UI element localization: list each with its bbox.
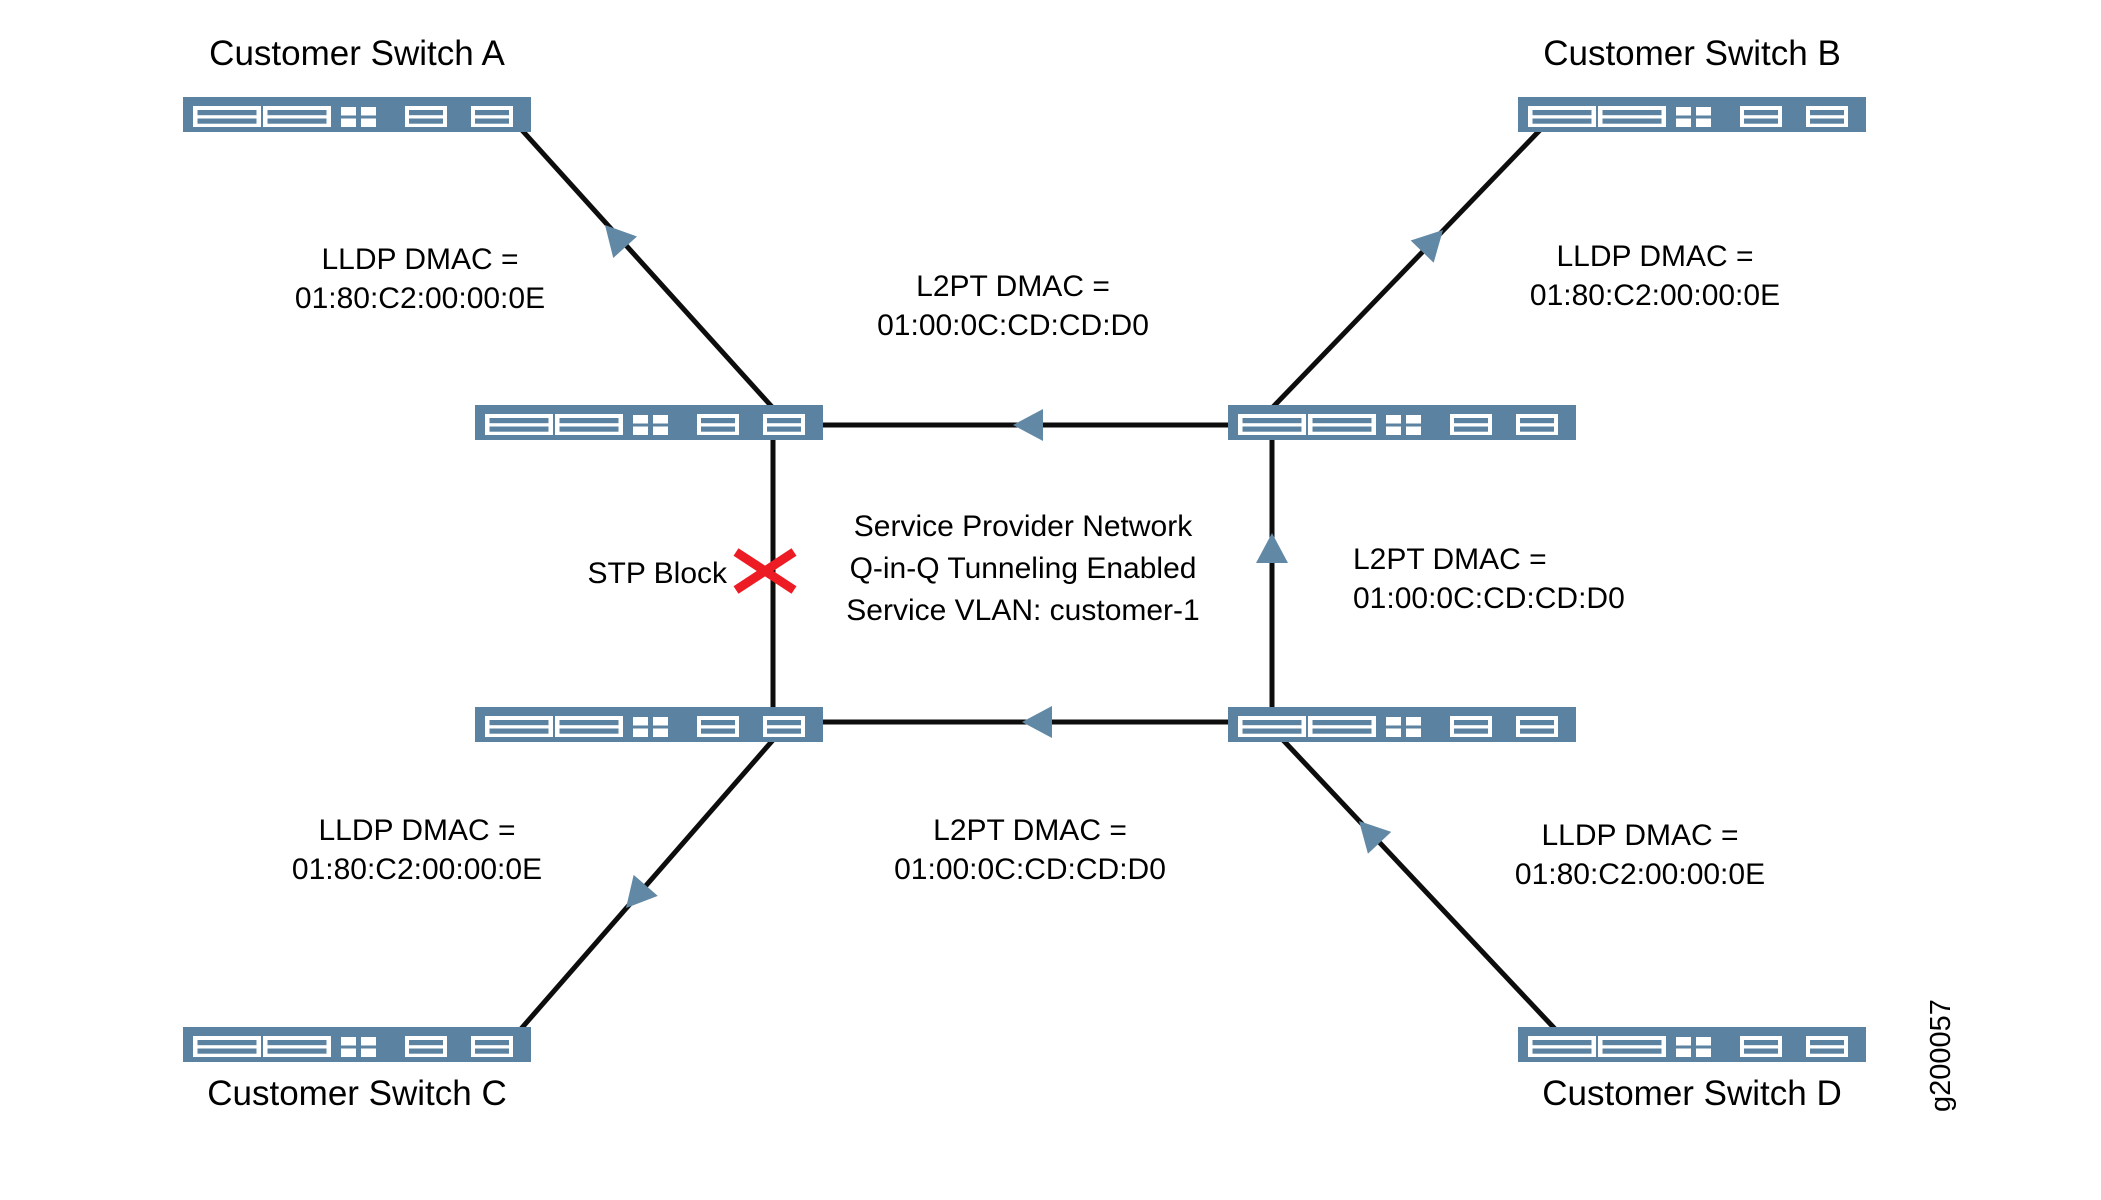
provider-network-line2: Q-in-Q Tunneling Enabled [850,552,1197,585]
arrowhead-right-link-up-icon [1256,533,1288,563]
customer-switch-d-label: Customer Switch D [1542,1074,1842,1113]
l2pt-dmac-value: 01:00:0C:CD:CD:D0 [1353,582,1625,615]
customer-switch-a-label: Customer Switch A [209,34,505,73]
lldp-dmac-title: LLDP DMAC = [1556,240,1753,273]
lldp-label-bottom-left: LLDP DMAC = 01:80:C2:00:00:0E [292,814,542,886]
l2pt-dmac-title: L2PT DMAC = [933,814,1127,847]
stp-block-label: STP Block [588,557,728,590]
customer-switch-b-label: Customer Switch B [1543,34,1841,73]
l2pt-label-bottom: L2PT DMAC = 01:00:0C:CD:CD:D0 [894,814,1166,886]
provider-switch-top-right-icon [1228,405,1576,440]
lldp-dmac-value: 01:80:C2:00:00:0E [1515,858,1765,891]
lldp-label-top-right: LLDP DMAC = 01:80:C2:00:00:0E [1530,240,1780,312]
link-customer-a-to-provider [518,126,775,410]
lldp-dmac-title: LLDP DMAC = [1541,819,1738,852]
l2pt-label-top: L2PT DMAC = 01:00:0C:CD:CD:D0 [877,270,1149,342]
link-customer-d-to-provider [1281,738,1558,1032]
lldp-dmac-title: LLDP DMAC = [318,814,515,847]
link-provider-to-customer-b [1270,128,1542,410]
customer-switch-c-label: Customer Switch C [207,1074,507,1113]
provider-network-caption: Service Provider Network Q-in-Q Tunnelin… [846,510,1199,627]
lldp-label-bottom-right: LLDP DMAC = 01:80:C2:00:00:0E [1515,819,1765,891]
arrowhead-bottom-link-left-icon [1022,706,1052,738]
link-provider-to-customer-c [518,738,775,1032]
lldp-dmac-value: 01:80:C2:00:00:0E [1530,279,1780,312]
l2pt-dmac-value: 01:00:0C:CD:CD:D0 [877,309,1149,342]
customer-switch-c-icon [183,1027,531,1062]
stp-block-x-icon [733,548,797,594]
customer-switch-b-icon [1518,97,1866,132]
l2pt-dmac-title: L2PT DMAC = [916,270,1110,303]
lldp-dmac-value: 01:80:C2:00:00:0E [295,282,545,315]
provider-switch-bottom-right-icon [1228,707,1576,742]
l2pt-dmac-title: L2PT DMAC = [1353,543,1547,576]
provider-switch-top-left-icon [475,405,823,440]
customer-switch-a-icon [183,97,531,132]
provider-network-line3: Service VLAN: customer-1 [846,594,1199,627]
lldp-label-top-left: LLDP DMAC = 01:80:C2:00:00:0E [295,243,545,315]
figure-id: g200057 [1925,999,1957,1112]
customer-switch-d-icon [1518,1027,1866,1062]
lldp-dmac-title: LLDP DMAC = [321,243,518,276]
l2pt-label-right: L2PT DMAC = 01:00:0C:CD:CD:D0 [1353,543,1625,615]
l2pt-dmac-value: 01:00:0C:CD:CD:D0 [894,853,1166,886]
lldp-dmac-value: 01:80:C2:00:00:0E [292,853,542,886]
provider-switch-bottom-left-icon [475,707,823,742]
provider-network-line1: Service Provider Network [854,510,1193,543]
arrowhead-top-link-left-icon [1013,409,1043,441]
